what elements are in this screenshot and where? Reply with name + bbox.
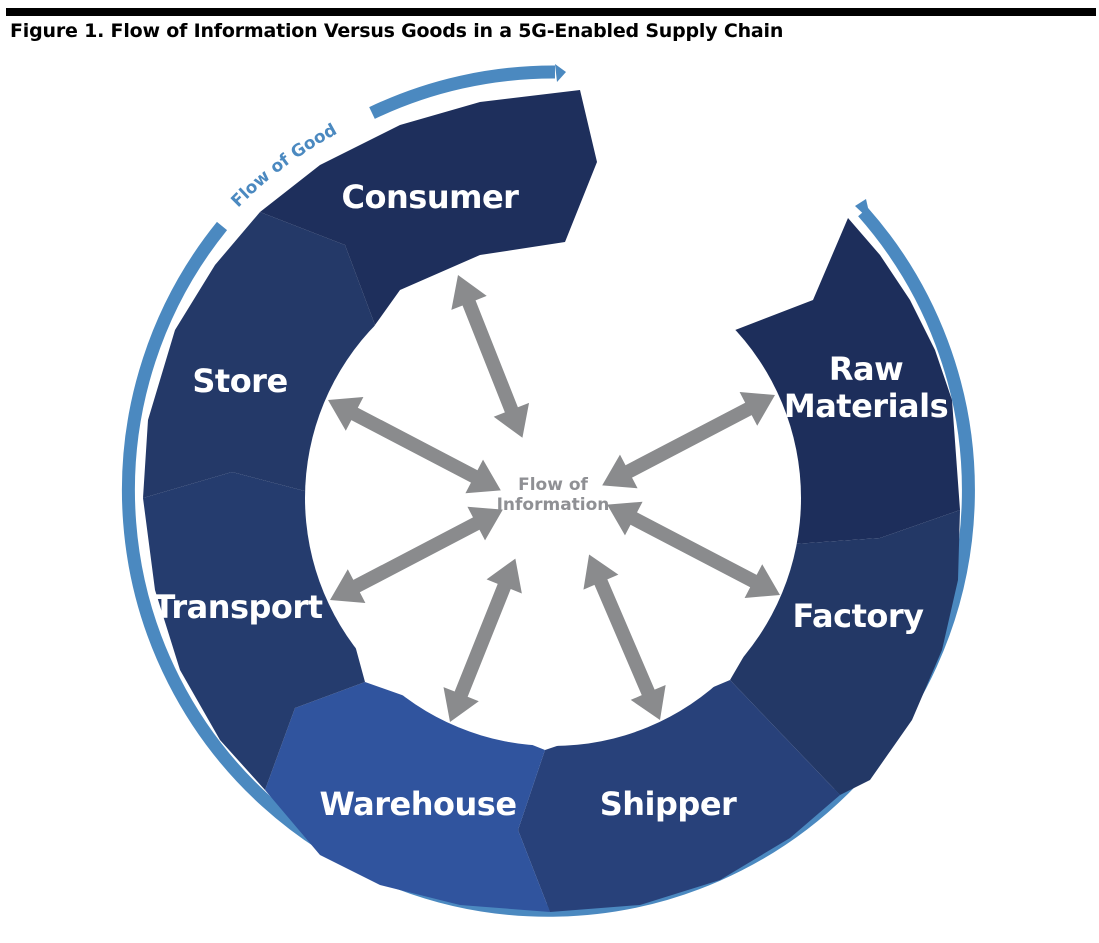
segment-label-raw-materials-line2: Materials [784,387,948,425]
flow-of-goods-label-text: Flow of Goods [0,0,340,212]
segment-label-transport: Transport [154,588,323,626]
segment-factory [730,510,960,795]
segment-transport [143,472,365,790]
arrow-factory [607,501,780,598]
arrow-shipper [583,554,666,720]
segment-label-store: Store [192,362,287,400]
flow-of-information-label-line1: Flow of [518,475,588,495]
segment-warehouse [265,682,550,912]
arrow-transport [330,506,503,603]
arrow-warehouse [443,558,522,722]
segment-label-shipper: Shipper [600,785,737,823]
title-rule [6,8,1096,16]
flow-of-goods-label: Flow of Goods [0,0,340,212]
center-circle [305,250,801,746]
flow-of-goods-ring-start-tip [855,199,871,221]
figure-title: Figure 1. Flow of Information Versus Goo… [10,20,784,42]
flow-of-information-label-line2: Information [497,495,610,515]
segment-label-consumer: Consumer [342,178,520,216]
flow-of-goods-arrowhead [555,64,566,82]
arrow-consumer [451,275,530,438]
segment-label-raw-materials-line1: Raw [829,350,903,388]
segment-label-factory: Factory [793,597,925,635]
information-arrows [328,275,780,722]
segment-label-warehouse: Warehouse [319,785,516,823]
flow-of-goods-ring-top [369,65,556,119]
segment-raw-materials [730,218,960,545]
arrow-raw-materials [602,392,775,489]
segment-consumer [260,90,597,325]
arrow-store [328,397,501,494]
